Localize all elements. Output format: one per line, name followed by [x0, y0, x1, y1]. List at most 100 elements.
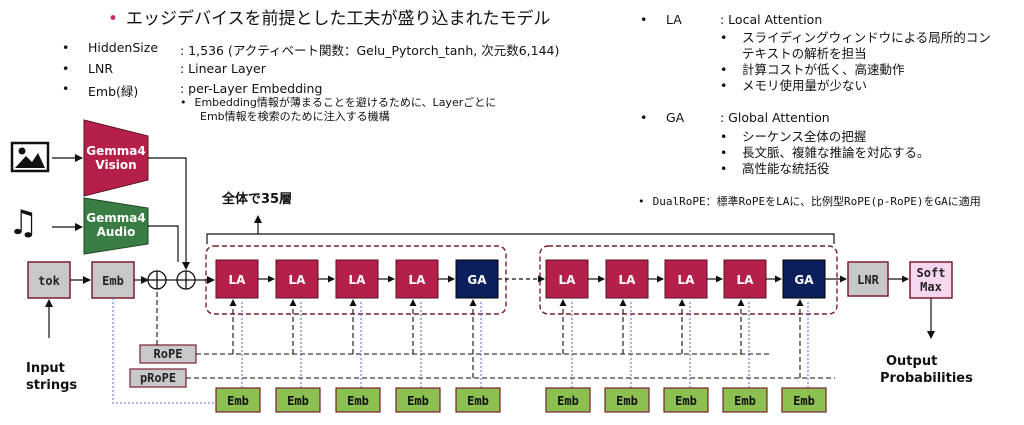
per-layer-emb: Emb — [722, 387, 768, 413]
input-label-line: strings — [26, 378, 77, 393]
la-block: LA — [664, 259, 708, 299]
la-note-bullet: テキストの解析を担当 — [742, 46, 867, 61]
emb-note-line: Embedding情報が薄まることを避けるために、Layerごとに — [194, 96, 497, 109]
emb-label: Emb — [102, 274, 124, 288]
per-layer-emb: Emb — [663, 387, 709, 413]
ga-block: GA — [455, 259, 499, 299]
emb-label: Emb — [557, 394, 579, 408]
svg-text:♫: ♫ — [8, 203, 38, 243]
output-label-line: Output — [886, 354, 937, 369]
emb-note-line: Emb情報を検索のために注入する機構 — [200, 110, 390, 123]
bullet: • — [720, 62, 728, 77]
emb-label: Emb — [675, 394, 697, 408]
per-layer-emb: Emb — [335, 387, 381, 413]
add-circle — [147, 270, 167, 290]
bullet: • — [720, 78, 728, 93]
emb-label: Emb — [347, 394, 369, 408]
ga-note-header: • GA : Global Attention — [640, 110, 1020, 126]
gemma4-audio-block: Gemma4 Audio — [83, 197, 149, 255]
bullet: • — [62, 61, 70, 76]
block-label: GA — [794, 273, 814, 287]
emb-label: Emb — [227, 394, 249, 408]
spec-key: HiddenSize — [88, 40, 159, 55]
ga-note-bullet: シーケンス全体の把握 — [742, 129, 867, 144]
block-label: LA — [559, 273, 577, 287]
la-note-bullet: メモリ使用量が少ない — [742, 78, 868, 93]
block-label: LA — [229, 273, 247, 287]
layers-label: 全体で35層 — [221, 191, 292, 207]
la-block: LA — [395, 259, 439, 299]
ga-note-key: GA — [666, 110, 685, 125]
rope-block: RoPE — [139, 344, 197, 364]
image-icon — [10, 141, 50, 173]
la-note-bullet: スライディングウィンドウによる局所的コン — [742, 30, 991, 45]
bullet: • — [640, 12, 648, 27]
ga-block: GA — [782, 259, 826, 299]
la-block: LA — [275, 259, 319, 299]
per-layer-emb: Emb — [215, 387, 261, 413]
spec-lnr: • LNR : Linear Layer — [62, 61, 462, 77]
spec-key: LNR — [88, 61, 113, 76]
emb-label: Emb — [407, 394, 429, 408]
per-layer-emb: Emb — [275, 387, 321, 413]
prope-block: pRoPE — [129, 368, 187, 388]
add-circle — [176, 270, 196, 290]
page-title: • エッジデバイスを前提とした工夫が盛り込まれたモデル — [108, 4, 551, 29]
layer-group-1 — [205, 245, 507, 315]
softmax-label-line: Soft — [917, 266, 946, 280]
audio-label-line: Gemma4 — [86, 211, 145, 225]
prope-label: pRoPE — [140, 371, 176, 385]
per-layer-emb-row: Emb Emb Emb Emb Emb Emb Emb Emb Emb Emb — [215, 387, 827, 413]
la-note-header: • LA : Local Attention — [640, 12, 1020, 28]
block-label: LA — [289, 273, 307, 287]
ga-note-bullets: •シーケンス全体の把握 •長文脈、複雑な推論を対応する。 •高性能な統括役 — [720, 129, 930, 177]
softmax-block: Soft Max — [909, 261, 953, 299]
la-note-value: : Local Attention — [720, 12, 823, 27]
arrow — [148, 225, 179, 262]
input-label-line: Input — [26, 361, 65, 376]
bullet: • — [62, 81, 70, 96]
layers-brace — [206, 233, 835, 244]
output-label-line: Probabilities — [880, 371, 973, 386]
softmax-label-line: Max — [920, 280, 942, 294]
emb-label: Emb — [734, 394, 756, 408]
gemma4-vision-block: Gemma4 Vision — [83, 119, 149, 197]
spec-key: Emb(緑) — [88, 84, 139, 99]
bullet: • — [720, 145, 728, 160]
la-note-key: LA — [666, 12, 682, 27]
la-note-bullets: •スライディングウィンドウによる局所的コン テキストの解析を担当 •計算コストが… — [720, 30, 991, 94]
bullet: • — [720, 30, 728, 45]
bullet: • — [640, 110, 648, 125]
bullet: • — [62, 40, 70, 55]
block-label: LA — [619, 273, 637, 287]
emb-label: Emb — [467, 394, 489, 408]
emb-note: • Embedding情報が薄まることを避けるために、Layerごとに Emb情報… — [180, 96, 496, 124]
ga-note-value: : Global Attention — [720, 110, 830, 125]
title-bullet: • — [108, 9, 119, 29]
per-layer-emb: Emb — [395, 387, 441, 413]
emb-label: Emb — [616, 394, 638, 408]
rope-label: RoPE — [154, 347, 183, 361]
la-block: LA — [605, 259, 649, 299]
tok-block: tok — [27, 261, 71, 299]
bullet: • — [720, 161, 728, 176]
dualrope-note: •DualRoPE：標準RoPEをLAに、比例型RoPE(p-RoPE)をGAに… — [638, 193, 981, 209]
emb-label: Emb — [793, 394, 815, 408]
spec-value: : Linear Layer — [180, 61, 266, 76]
title-text: エッジデバイスを前提とした工夫が盛り込まれたモデル — [126, 9, 551, 29]
bullet: • — [180, 96, 187, 109]
la-block: LA — [335, 259, 379, 299]
emb-label: Emb — [287, 394, 309, 408]
rope-lines — [156, 290, 835, 379]
per-layer-emb: Emb — [604, 387, 650, 413]
spec-value: : per-Layer Embedding — [180, 81, 323, 96]
vision-label-line: Vision — [95, 158, 136, 172]
per-layer-emb: Emb — [781, 387, 827, 413]
bullet: • — [638, 195, 645, 208]
lnr-block: LNR — [847, 261, 889, 297]
emb-lines — [112, 298, 809, 404]
arrow — [148, 157, 190, 270]
la-block: LA — [215, 259, 259, 299]
vision-label-line: Gemma4 — [86, 144, 145, 158]
